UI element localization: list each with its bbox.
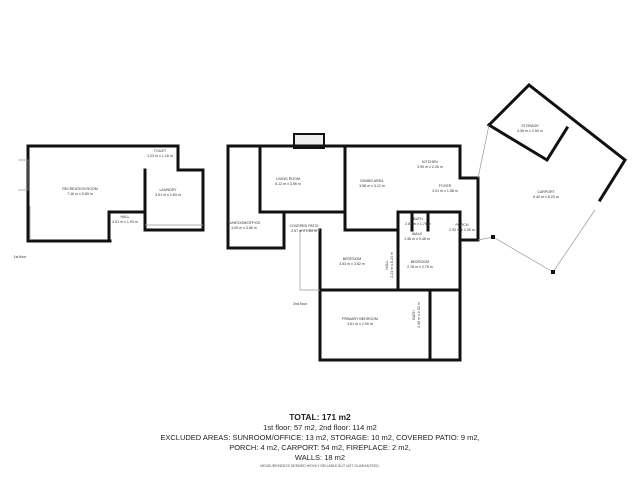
room-label: FOYER [439,184,452,188]
first-floor-plan: 1st floor RECREATION ROOM 7.16 m x 5.89 … [14,144,205,259]
second-floor-plan: 2nd floor LIVING ROOM 5.12 m x 3.96 m DI… [226,133,480,362]
room-size: 3.58 m x 3.12 m [359,184,385,188]
room-size: 2.21 m x 8.24 m [390,252,394,278]
excluded-areas-3: WALLS: 18 m2 [294,453,346,462]
room-size: 2.92 m x 2.05 m [449,228,475,232]
room-size: 4.06 m x 2.50 m [517,129,543,133]
room-label: STORAGE [521,124,539,128]
post [551,270,555,274]
room-size: 3.61 m x 2.90 m [347,322,373,326]
room-size: 1.36 m x 0.48 m [404,237,430,241]
room-size: 3.90 m x 2.26 m [417,165,443,169]
floor-label-first: 1st floor [14,255,28,259]
room-size: 3.09 m x 3.80 m [231,226,257,230]
room-label: RECREATION ROOM [62,187,97,191]
room-label: TOILET [154,149,167,153]
room-size: 2.57 m x 1.84 m [291,229,317,233]
room-label: LIVING ROOM [276,177,300,181]
carport-plan: STORAGE 4.06 m x 2.50 m CARPORT 6.40 m x… [477,83,627,274]
room-label: LAUNDRY [159,188,177,192]
room-size: 2.82 m x 1.79 m [405,222,431,226]
room-size: 7.16 m x 5.89 m [67,192,93,196]
excluded-areas-2: PORCH: 4 m2, CARPORT: 54 m2, FIREPLACE: … [229,443,411,452]
post [491,235,495,239]
floor-areas: 1st floor: 57 m2, 2nd floor: 114 m2 [263,423,377,432]
room-size: 5.12 m x 3.96 m [275,182,301,186]
room-label: BATH [412,310,416,320]
floor-label-second: 2nd floor [293,302,308,306]
room-label: HALL [121,215,130,219]
room-label: BATH [413,217,423,221]
excluded-areas-1: EXCLUDED AREAS: SUNROOM/OFFICE: 13 m2, S… [160,433,480,442]
room-size: 3.51 m x 2.83 m [155,193,181,197]
room-label: COVERED PATIO [289,224,318,228]
room-label: PRIMARY BEDROOM [342,317,378,321]
room-label: HALL [385,261,389,270]
room-size: 2.36 m x 1.52 m [417,302,421,328]
disclaimer: MEASUREMENTS DEEMED HIGHLY RELIABLE BUT … [260,464,380,468]
room-label: KITCHEN [422,160,438,164]
room-size: 2.78 m x 2.75 m [407,265,433,269]
room-size: 3.53 m x 3.52 m [339,262,365,266]
room-size: 6.40 m x 8.23 m [533,195,559,199]
room-size: 3.01 m x 1.58 m [432,189,458,193]
room-size: 4.51 m x 1.93 m [112,220,138,224]
room-label: BEDROOM [411,260,430,264]
room-label: BEDROOM [343,257,362,261]
room-label: PORCH [456,223,469,227]
room-label: CARPORT [537,190,555,194]
total-area: TOTAL: 171 m2 [289,412,351,422]
room-label: DINING AREA [360,179,384,183]
room-label: WALK [412,232,423,236]
room-size: 1.23 m x 1.16 m [147,154,173,158]
room-label: SUNROOM/OFFICE [228,221,262,225]
